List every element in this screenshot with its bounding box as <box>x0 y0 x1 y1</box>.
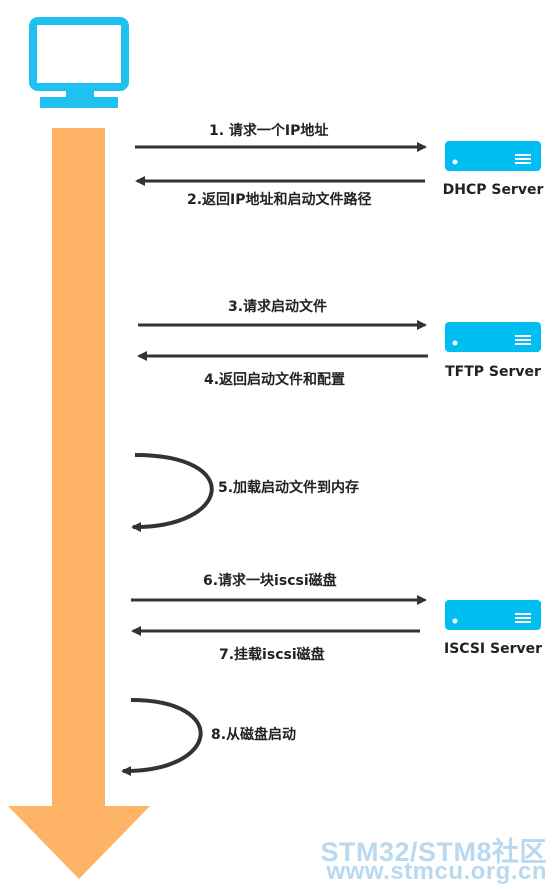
step-8-label: 8.从磁盘启动 <box>211 727 297 743</box>
server-icon <box>445 322 541 352</box>
monitor-icon <box>29 17 129 108</box>
dhcp-server-label: DHCP Server <box>442 182 544 198</box>
step-4-label: 4.返回启动文件和配置 <box>204 372 346 388</box>
tftp-server-label: TFTP Server <box>445 364 541 380</box>
step-3-label: 3.请求启动文件 <box>228 299 328 315</box>
step-6-label: 6.请求一块iscsi磁盘 <box>203 573 337 589</box>
step-7-label: 7.挂载iscsi磁盘 <box>219 647 325 663</box>
step-1-label: 1. 请求一个IP地址 <box>209 123 329 139</box>
step-2-label: 2.返回IP地址和启动文件路径 <box>187 192 372 208</box>
watermark-url: www.stmcu.org.cn <box>326 858 547 885</box>
step-5-label: 5.加载启动文件到内存 <box>218 480 360 496</box>
watermark-title: STM32/STM8社区 <box>320 837 547 867</box>
server-icon <box>445 141 541 171</box>
iscsi-server-label: ISCSI Server <box>444 641 542 657</box>
timeline-arrow <box>8 128 150 879</box>
step-8-loop-arrow <box>121 698 203 777</box>
step-5-loop-arrow <box>131 453 214 533</box>
server-icon <box>445 600 541 630</box>
